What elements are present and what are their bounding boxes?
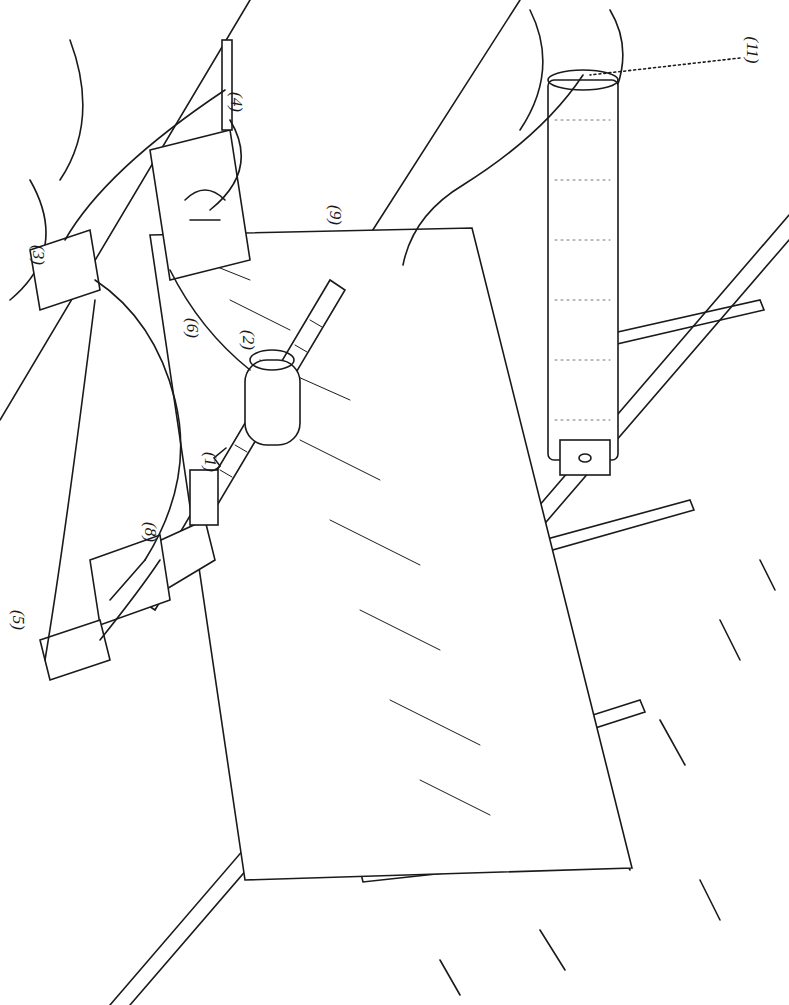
guide <box>470 225 789 226</box>
cylinder-end <box>548 70 618 90</box>
battery-box <box>30 230 100 310</box>
switch-lever <box>110 560 145 600</box>
switch-base <box>90 535 170 625</box>
cylinder-hole <box>579 454 591 462</box>
callout-number: (5) <box>8 610 28 630</box>
table-back-edge <box>360 0 520 250</box>
callout-number: (6) <box>182 318 202 338</box>
callout-number: (2) <box>238 330 258 350</box>
key-board <box>150 130 250 280</box>
callout-number: (1) <box>200 452 220 472</box>
upright-rod <box>222 40 232 130</box>
callout-number: (4) <box>226 92 246 112</box>
roller <box>245 360 300 445</box>
wire <box>403 75 583 265</box>
cylinder-mount <box>560 440 610 475</box>
wire <box>45 90 250 660</box>
callout-number: (11) <box>742 36 762 63</box>
wood-grain <box>200 260 490 815</box>
cell <box>190 470 218 525</box>
cylinder <box>548 80 618 460</box>
rack-rail <box>140 280 345 610</box>
cylinder-texture <box>555 120 610 420</box>
leader-line <box>590 58 740 75</box>
callout-number: (8) <box>140 522 160 542</box>
roller-end <box>250 350 294 370</box>
spring <box>190 448 226 530</box>
callout-number: (9) <box>325 205 345 225</box>
callout-number: (3) <box>28 245 48 265</box>
key-contact <box>185 190 225 220</box>
